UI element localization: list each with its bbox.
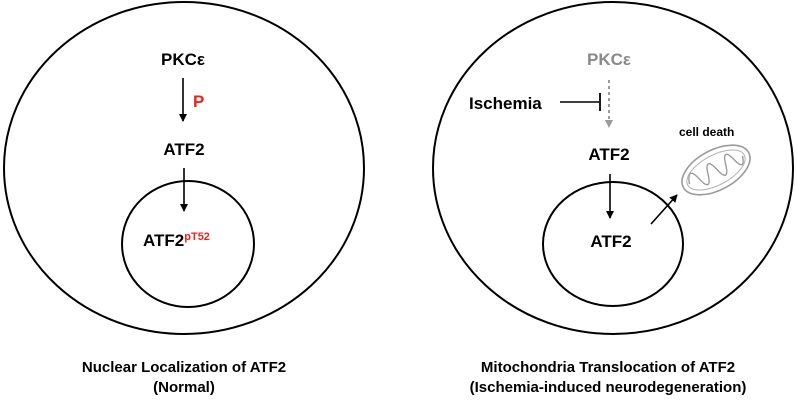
right-nucleus xyxy=(542,181,684,307)
right-cell-membrane xyxy=(432,1,794,335)
left-cell-panel: PKCε P ATF2 ATF2pT52 xyxy=(3,1,365,335)
right-pkc-label: PKCε xyxy=(587,50,631,69)
mitochondrion-icon xyxy=(681,144,751,196)
right-caption-line1: Mitochondria Translocation of ATF2 xyxy=(481,359,735,376)
left-pkc-label: PKCε xyxy=(161,50,205,69)
left-pt52-superscript: pT52 xyxy=(184,231,210,243)
right-atf2-label: ATF2 xyxy=(588,145,629,164)
left-caption-line1: Nuclear Localization of ATF2 xyxy=(82,359,286,376)
left-atf2-label: ATF2 xyxy=(163,140,204,159)
right-nuclear-atf2-label: ATF2 xyxy=(590,232,631,251)
right-ischemia-label: Ischemia xyxy=(469,94,542,113)
left-nuclear-atf2-name: ATF2 xyxy=(143,231,184,250)
left-nuclear-atf2-label: ATF2pT52 xyxy=(143,231,210,250)
left-cell-membrane xyxy=(3,1,365,335)
left-nucleus xyxy=(121,180,255,308)
right-caption-line2: (Ischemia-induced neurodegeneration) xyxy=(470,379,747,396)
ischemia-inhibition-symbol xyxy=(560,93,601,111)
mitochondria-translocation-arrow xyxy=(650,194,678,225)
cell-death-label: cell death xyxy=(679,125,734,139)
right-cell-panel: PKCε Ischemia ATF2 ATF2 cell death xyxy=(432,1,794,335)
left-caption-line2: (Normal) xyxy=(153,379,215,396)
left-phospho-label: P xyxy=(193,92,204,111)
